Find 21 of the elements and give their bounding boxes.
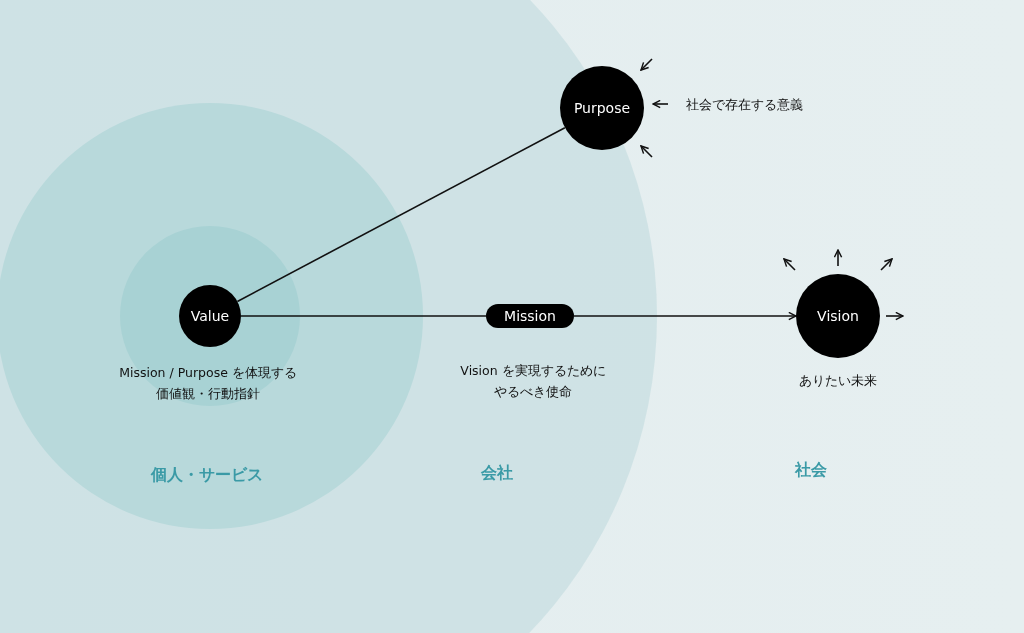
description-text: ありたい未来 [798, 372, 878, 390]
connector-line [240, 315, 487, 317]
arrow [573, 311, 797, 321]
arrow [880, 258, 893, 271]
arrow [652, 99, 669, 109]
arrow [885, 311, 904, 321]
region-label: 個人・サービス [151, 464, 263, 486]
connector-line [236, 126, 566, 303]
description-text: Mission / Purpose を体現する価値観・行動指針 [118, 364, 298, 403]
arrow [783, 258, 796, 271]
node-label: Purpose [573, 100, 631, 116]
region-label: 会社 [481, 462, 513, 484]
description-text: 社会で存在する意義 [686, 96, 804, 114]
node-label: Mission [504, 308, 556, 324]
node-label: Vision [817, 308, 859, 324]
arrow [640, 58, 653, 71]
arrow [640, 145, 653, 158]
arrow [833, 249, 843, 267]
node-label: Value [190, 308, 230, 324]
description-text: Vision を実現するためにやるべき使命 [459, 362, 607, 401]
region-label: 社会 [795, 459, 827, 481]
